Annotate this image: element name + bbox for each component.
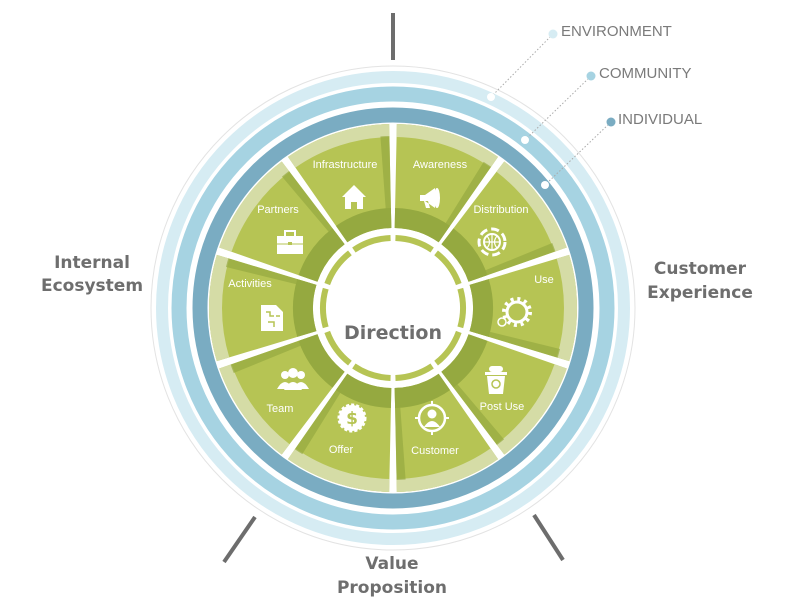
legend-label-community: COMMUNITY [599,65,692,82]
legend-anchor-community [521,136,529,144]
center-label: Direction [344,322,442,344]
hub-ring-arc [324,330,352,366]
segment-post-use[interactable]: Post Use [441,334,567,455]
hub-ring-arc [457,287,466,329]
activities-document-icon [261,305,283,331]
segment-side-shade [435,161,492,243]
segment-partners[interactable]: Partners [219,161,345,282]
segment-outer-rim [396,124,499,168]
individual-ring [192,107,594,509]
dollar-badge-icon: $ [337,403,367,433]
category-value-line1: Value [365,554,418,574]
segment-label: Activities [228,278,272,290]
segment-label: Offer [329,444,354,456]
segment-inner-band [394,208,451,243]
legend-dot-community [586,71,596,81]
legend-leader-environment [490,33,554,98]
category-internal-line1: Internal [54,253,130,273]
segment-awareness[interactable]: Awareness [394,124,499,243]
hub-ring-arc [395,235,434,253]
megaphone-icon [420,188,440,208]
legend-label-individual: INDIVIDUAL [618,111,702,128]
segment-inner-band [441,334,488,388]
category-customer-line2: Experience [647,283,753,303]
segment-inner-band [335,208,392,243]
segment-distribution[interactable]: Distribution [441,161,567,282]
hub-ring-arc [324,250,352,286]
segment-side-shade [225,258,317,289]
legend: ENVIRONMENT COMMUNITY INDIVIDUAL [487,23,702,189]
segment-inner-band [469,279,493,337]
segment-label: Use [534,274,554,286]
hub-ring-arc [395,363,434,381]
segment-label: Partners [257,204,299,216]
segment-infrastructure[interactable]: Infrastructure [287,124,392,243]
segment-outer-rim [396,448,499,492]
segment-outer-rim [219,364,290,455]
segment-label: Infrastructure [313,159,378,171]
segment-inner-band [293,279,317,337]
segment-side-shade [281,170,345,247]
segment-customer[interactable]: Customer [394,373,499,492]
segment-side-shade [469,327,561,358]
segment-offer[interactable]: $ Offer [287,373,392,492]
segment-outer-rim [496,364,567,455]
divider-tick-bottom-right [532,513,565,562]
svg-text:$: $ [346,409,358,429]
segment-activities[interactable]: Activities [208,254,317,362]
segment-side-shade [441,369,505,446]
segment-outer-rim [219,161,290,252]
hub-ring-arc [320,287,329,329]
category-customer-line1: Customer [654,259,747,279]
segment-side-shade [294,373,351,455]
center-hub: Direction [315,230,471,386]
hub-ring-arc [434,330,462,366]
hub-ring-arc [434,250,462,286]
legend-anchor-environment [487,93,495,101]
community-ring [171,86,615,530]
recycle-bin-icon [485,366,507,394]
segment-inner-band [394,373,451,408]
environment-ring [156,71,630,545]
legend-dot-individual [606,117,616,127]
globe-cycle-icon [477,227,507,257]
segment-inner-band [335,373,392,408]
house-icon [342,185,366,209]
segment-side-shade [394,387,406,480]
legend-label-environment: ENVIRONMENT [561,23,672,40]
segment-inner-band [298,334,345,388]
segment-inner-band [441,228,488,282]
segment-label: Post Use [480,401,525,413]
gear-icon [497,297,532,327]
customer-target-icon [415,401,449,435]
team-icon [277,368,309,390]
segment-label: Team [267,403,294,415]
segment-use[interactable]: Use [469,254,578,362]
legend-leader-individual [544,121,612,186]
hub-ring-arc [352,235,391,253]
segment-side-shade [380,136,392,229]
segment-team[interactable]: Team [219,334,345,455]
segment-side-shade [230,334,319,373]
legend-leader-community [524,75,592,141]
segment-label: Customer [411,445,459,457]
category-value-line2: Proposition [337,578,447,598]
segment-label: Awareness [413,159,468,171]
segment-outer-rim [287,124,390,168]
segment-inner-band [298,228,345,282]
segment-label: Distribution [473,204,528,216]
segment-outer-rim [208,254,230,362]
hub-ring-arc [352,363,391,381]
divider-tick-bottom-left [222,515,257,564]
segment-side-shade [467,243,556,282]
hub-background [315,230,471,386]
segment-outer-rim [496,161,567,252]
segment-outer-rim [287,448,390,492]
briefcase-icon [277,230,303,254]
legend-anchor-individual [541,181,549,189]
segment-outer-rim [556,254,578,362]
legend-dot-environment [548,29,558,39]
category-internal-line2: Ecosystem [41,276,143,296]
